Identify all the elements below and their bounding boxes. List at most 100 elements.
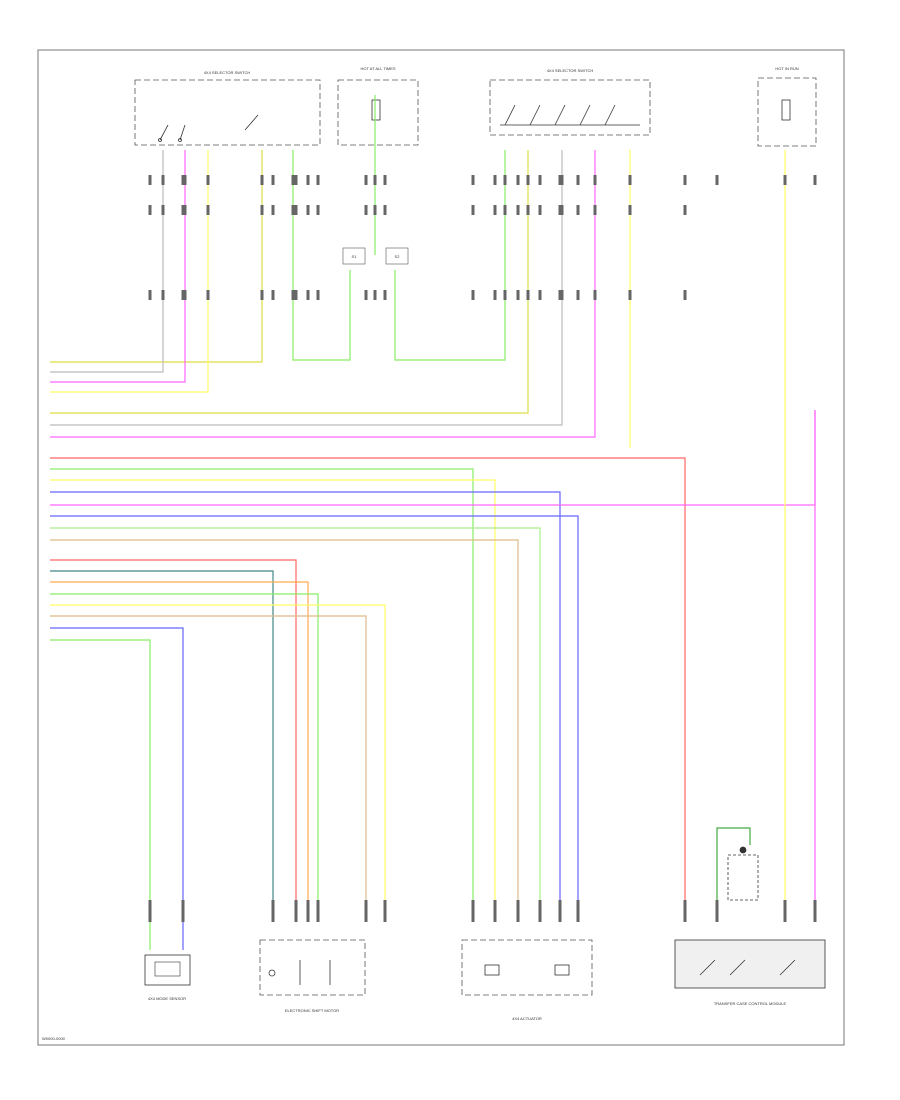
connector-pin <box>383 900 387 922</box>
module-icon <box>699 846 796 976</box>
wire-pink <box>50 150 596 438</box>
connector-pin <box>316 205 320 215</box>
sensor-icon <box>154 961 181 977</box>
connector-pin <box>316 900 320 922</box>
connector-pin <box>316 290 320 300</box>
fuse-icon <box>781 99 791 121</box>
wire-green <box>394 150 506 361</box>
connector-pin <box>576 290 580 300</box>
connector-pin <box>813 175 817 185</box>
top-component-selector-switch-left: 4X4 SELECTOR SWITCH <box>134 70 321 146</box>
connector-pin <box>471 900 475 922</box>
component-title: HOT AT ALL TIMES <box>360 66 395 71</box>
connector-pin <box>373 205 377 215</box>
connector-pin <box>628 290 632 300</box>
connector-pin <box>148 175 152 185</box>
connector-pin <box>471 205 475 215</box>
splice-label: S2 <box>395 254 401 259</box>
component-title: 4X4 SELECTOR SWITCH <box>204 70 251 75</box>
connector-pin <box>558 175 562 185</box>
connector-pin <box>364 290 368 300</box>
connector-pin <box>271 290 275 300</box>
connector-pin <box>161 290 165 300</box>
connector-pin <box>526 290 530 300</box>
connector-pin <box>493 900 497 922</box>
wire-white <box>50 150 164 373</box>
connector-pin <box>538 175 542 185</box>
connector-pin <box>493 175 497 185</box>
connector-pin <box>526 175 530 185</box>
connector-pin <box>294 290 298 300</box>
connector-pin <box>783 900 787 922</box>
connector-pin <box>516 900 520 922</box>
component-title: ELECTRONIC SHIFT MOTOR <box>285 1008 339 1013</box>
connector-pin <box>383 175 387 185</box>
wire-teal <box>50 570 274 905</box>
wire-blue <box>50 515 579 905</box>
connector-pin <box>294 175 298 185</box>
fuse-icon <box>371 99 381 121</box>
wire-yellow-green <box>50 150 263 363</box>
connector-pin <box>538 205 542 215</box>
connector-pin <box>148 900 152 922</box>
connector-pin <box>364 205 368 215</box>
connector-pin <box>715 175 719 185</box>
connector-pin <box>181 175 185 185</box>
connector-pin <box>558 205 562 215</box>
connector-pin <box>260 290 264 300</box>
wire-green <box>292 150 351 361</box>
connector-pin <box>383 205 387 215</box>
bottom-component-control-module: TRANSFER CASE CONTROL MODULE <box>674 846 826 1006</box>
wire-blue <box>50 491 561 905</box>
connector-pin <box>683 175 687 185</box>
connector-pin <box>316 175 320 185</box>
diagram-frame <box>37 49 845 1046</box>
wire-tan <box>50 539 519 905</box>
connector-pin <box>715 900 719 922</box>
wire-red <box>50 559 297 905</box>
connector-pin <box>593 175 597 185</box>
connector-pin <box>206 290 210 300</box>
connector-pin <box>538 900 542 922</box>
connector-pin <box>526 205 530 215</box>
component-title: 4X4 ACTUATOR <box>512 1016 542 1021</box>
bottom-component-electronic-shift-motor: ELECTRONIC SHIFT MOTOR <box>259 939 366 1013</box>
top-component-selector-switch-right: 4X4 SELECTOR SWITCH <box>489 68 651 136</box>
connector-pin <box>783 175 787 185</box>
connector-pin <box>291 290 295 300</box>
wire-green <box>50 468 474 905</box>
connector-pin <box>306 175 310 185</box>
connector-pin <box>576 900 580 922</box>
connector-pin <box>558 900 562 922</box>
connector-pin <box>560 205 564 215</box>
connector-pin <box>558 290 562 300</box>
component-title: HOT IN RUN <box>775 66 798 71</box>
connector-pin <box>493 290 497 300</box>
connector-pin <box>183 205 187 215</box>
connector-pin <box>291 205 295 215</box>
connector-pin <box>471 175 475 185</box>
splice-label: S1 <box>352 254 358 259</box>
connector-pin <box>181 900 185 922</box>
actuator-icon <box>484 964 570 976</box>
connector-pin <box>183 290 187 300</box>
switch-icon <box>158 114 259 142</box>
connector-pin <box>206 175 210 185</box>
connector-pin <box>516 175 520 185</box>
connector-pin <box>503 290 507 300</box>
footer-code: W0000-0000 <box>42 1036 66 1041</box>
connector-pin <box>306 290 310 300</box>
connector-pin <box>271 175 275 185</box>
connector-pin <box>294 205 298 215</box>
connector-pin <box>373 175 377 185</box>
wire-red <box>50 457 686 905</box>
wire-yellow <box>50 604 386 905</box>
component-title: 4X4 MODE SENSOR <box>148 996 186 1001</box>
connector-pin <box>294 900 298 922</box>
wire-green <box>50 639 151 950</box>
connector-pin <box>260 205 264 215</box>
connector-pin <box>538 290 542 300</box>
bottom-component-actuator: 4X4 ACTUATOR <box>461 939 593 1021</box>
connector-pin <box>683 290 687 300</box>
splice-right: S2 <box>385 247 409 265</box>
